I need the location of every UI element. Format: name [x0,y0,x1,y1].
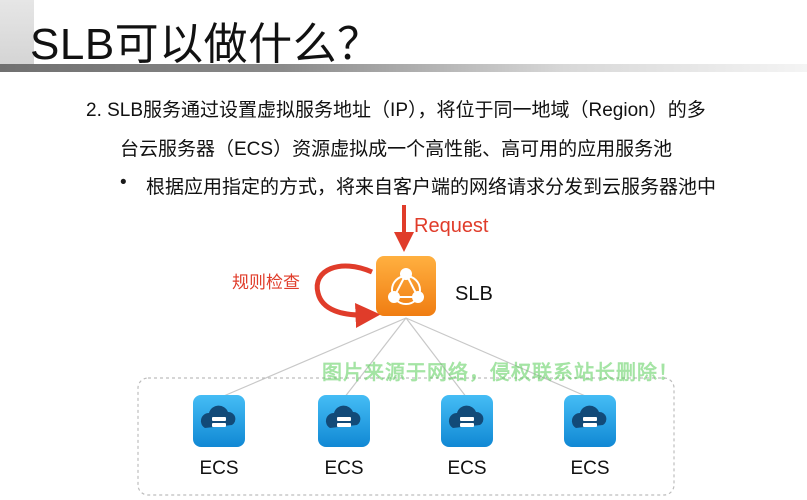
bullet-marker: • [120,172,127,193]
server-pool-border [137,377,675,496]
rule-check-label: 规则检查 [232,273,300,292]
request-label: Request [414,215,489,237]
bullet-text: 根据应用指定的方式，将来自客户端的网络请求分发到云服务器池中 [146,177,717,198]
title-divider [0,64,807,72]
ecs-node-2: ECS [318,395,370,479]
cloud-server-icon [571,405,607,428]
paragraph-line-2: 台云服务器（ECS）资源虚拟成一个高性能、高可用的应用服务池 [120,139,673,160]
cloud-server-icon [448,405,484,428]
ecs-label: ECS [199,458,238,479]
slb-label: SLB [455,283,493,305]
ecs-node-1: ECS [193,395,245,479]
watermark-text: 图片来源于网络，侵权联系站长删除！ [322,362,679,384]
title-accent-block [0,0,34,66]
cloud-server-icon [200,405,236,428]
ecs-node-3: ECS [441,395,493,479]
rule-check-loop-arrow [314,263,381,328]
slide-title: SLB可以做什么？ [30,20,382,69]
ecs-label: ECS [324,458,363,479]
cloud-server-icon [325,405,361,428]
ecs-node-4: ECS [564,395,616,479]
ecs-label: ECS [570,458,609,479]
ecs-label: ECS [447,458,486,479]
share-network-icon [388,268,424,305]
fanout-lines [218,317,591,399]
paragraph-line-1: 2. SLB服务通过设置虚拟服务地址（IP），将位于同一地域（Region）的多 [86,100,706,121]
slb-node [376,256,436,316]
slb-icon-box [376,256,436,316]
